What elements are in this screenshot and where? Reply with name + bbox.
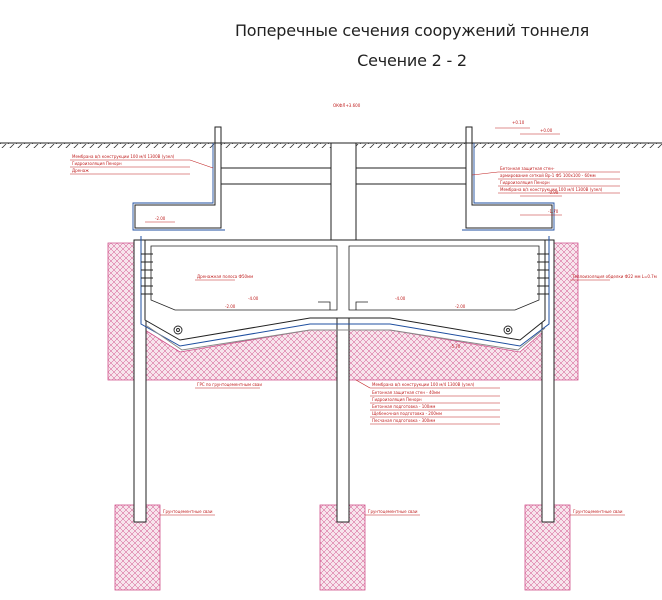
drawing-title: Поперечные сечения сооружений тоннеля [235, 21, 589, 40]
notes-center: Мембрана в/з конструкции 100 м/4 1300В (… [372, 382, 475, 423]
elev-right-surface-2: +0.00 [540, 128, 553, 133]
label-pile-right: Грунтоцементные сваи [573, 509, 623, 514]
annotation-leaders [70, 127, 625, 516]
note-right-3: Гидроизоляция Пенорн [500, 180, 550, 185]
drainage-pipes [173, 325, 513, 335]
piles [133, 239, 555, 523]
note-center-3: Гидроизоляция Пенорн [372, 397, 422, 402]
note-right-4: Мембрана в/з конструкции 100 м/4 1300В (… [500, 187, 603, 192]
note-left-3: Дренаж [72, 168, 89, 173]
note-center-4: Бетонная подготовка - 100мм [372, 404, 435, 409]
label-insulation-right: Теплоизоляция обделки Ф22 мм L=0.7м [571, 274, 657, 279]
note-center-2: Бетонная защитная стен - 40мм [372, 390, 440, 395]
elev-left-top: -2.00 [155, 216, 166, 221]
elevation-marks: -2.00 -4.00 -2.00 -4.00 -2.00 +0.10 +0.0… [155, 120, 559, 349]
anchor-marks-right [537, 253, 549, 295]
note-right-2: армирование сеткой Вр-1 Ф5 100х100 - 60м… [500, 173, 596, 178]
note-right-1: Бетонная защитная стен- [500, 166, 555, 171]
elev-center-left-floor: -4.00 [248, 296, 259, 301]
note-center-5: Щебеночная подготовка - 200мм [372, 411, 442, 416]
label-pile-left: Грунтоцементные сваи [163, 509, 213, 514]
notes-left: Мембрана в/з конструкции 100 м/4 1300В (… [72, 154, 175, 173]
tunnel-box [144, 239, 546, 341]
elev-right-step-2: -1.70 [548, 209, 559, 214]
elev-left-floor: -2.00 [225, 304, 236, 309]
notes-right-top: Бетонная защитная стен- армирование сетк… [500, 166, 603, 192]
upper-structure [134, 126, 553, 241]
elev-right-step-1: -0.90 [548, 190, 559, 195]
waterproofing-tunnel [140, 236, 550, 351]
elev-right-surface-1: +0.10 [512, 120, 525, 125]
section-title: Сечение 2 - 2 [357, 51, 467, 70]
soil-improvement-zone [107, 242, 579, 381]
elev-right-floor: -2.00 [455, 304, 466, 309]
label-pile-center: Грунтоцементные сваи [368, 509, 418, 514]
elev-right-bottom: -5.70 [450, 344, 461, 349]
note-center-6: Песчаная подготовка - 300мм [372, 418, 435, 423]
waterproofing-upper [132, 143, 555, 231]
anchor-marks-left [141, 253, 153, 295]
label-soil: ГРС по грунтоцементным сваи [197, 382, 262, 387]
top-mark: ОКФЛ+3.600 [333, 103, 361, 108]
note-left-1: Мембрана в/з конструкции 100 м/4 1300В (… [72, 154, 175, 159]
note-center-1: Мембрана в/з конструкции 100 м/4 1300В (… [372, 382, 475, 387]
note-left-2: Гидроизоляция Пенорн [72, 161, 122, 166]
label-drainage-left: Дренажная полоса Ф50мм [197, 274, 253, 279]
pile-left [133, 239, 147, 523]
elev-center-right-floor: -4.00 [395, 296, 406, 301]
